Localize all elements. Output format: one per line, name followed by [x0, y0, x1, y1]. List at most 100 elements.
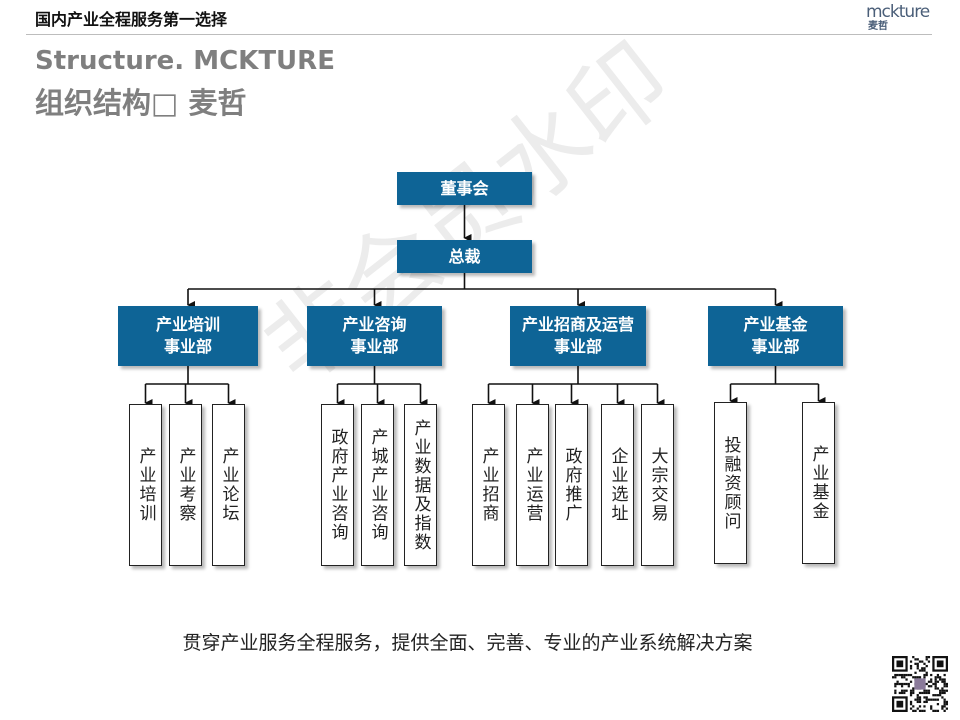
qr-module — [930, 678, 933, 681]
department-label-line2: 事业部 — [751, 337, 800, 356]
qr-module — [932, 682, 935, 686]
qr-module — [936, 703, 940, 706]
header-divider — [26, 34, 932, 35]
qr-module — [943, 685, 946, 688]
board-label: 董事会 — [440, 178, 489, 198]
qr-module — [921, 691, 924, 695]
unit-box: 企业选址 — [601, 404, 634, 566]
qr-module — [943, 700, 946, 704]
qr-module — [927, 685, 931, 688]
unit-box: 政府推广 — [555, 404, 588, 566]
qr-module — [934, 680, 937, 683]
qr-module — [909, 664, 913, 668]
unit-label: 产业运营 — [522, 447, 543, 523]
qr-module — [943, 682, 946, 686]
qr-module — [930, 680, 933, 683]
qr-module — [909, 703, 913, 706]
qr-module — [896, 680, 899, 683]
qr-module — [907, 682, 910, 686]
qr-module — [945, 682, 948, 686]
qr-module — [903, 676, 906, 679]
unit-box: 产业运营 — [516, 404, 549, 566]
qr-module — [936, 673, 940, 677]
qr-module — [941, 678, 944, 681]
board-box: 董事会 — [397, 172, 532, 205]
unit-box: 产业论坛 — [212, 404, 245, 566]
unit-box: 大宗交易 — [641, 404, 674, 566]
qr-module — [921, 709, 924, 712]
qr-module — [914, 676, 917, 679]
qr-module — [936, 687, 940, 690]
qr-module — [918, 669, 922, 672]
department-label-line2: 事业部 — [350, 337, 399, 356]
qr-module — [925, 689, 928, 692]
qr-module — [925, 698, 928, 701]
qr-module — [936, 709, 940, 712]
department-label-line1: 产业咨询 — [342, 315, 407, 334]
qr-module — [894, 691, 897, 695]
qr-module — [930, 698, 933, 701]
qr-module — [918, 676, 922, 679]
qr-module — [925, 691, 928, 695]
qr-module — [916, 698, 919, 701]
qr-module — [903, 682, 906, 686]
qr-finder — [936, 660, 944, 668]
department-box: 产业咨询事业部 — [307, 306, 442, 366]
qr-module — [941, 705, 944, 708]
qr-module — [941, 707, 944, 710]
qr-module — [912, 709, 915, 712]
tagline: 贯穿产业服务全程服务，提供全面、完善、专业的产业系统解决方案 — [182, 632, 753, 654]
president-box: 总裁 — [397, 240, 532, 273]
qr-module — [900, 691, 904, 695]
qr-module — [932, 709, 935, 712]
qr-module — [918, 698, 922, 701]
page-title-en: Structure. MCKTURE — [35, 46, 335, 76]
qr-module — [927, 698, 931, 701]
qr-module — [945, 707, 948, 710]
qr-module — [927, 660, 931, 663]
unit-box: 产业基金 — [802, 402, 835, 564]
qr-module — [918, 660, 922, 663]
qr-module — [923, 700, 926, 704]
qr-module — [912, 705, 915, 708]
qr-module — [912, 689, 915, 692]
qr-module — [941, 689, 944, 692]
qr-module — [909, 707, 913, 710]
qr-module — [945, 689, 948, 692]
qr-module — [934, 685, 937, 688]
qr-module — [912, 676, 915, 679]
qr-module — [892, 676, 895, 679]
qr-module — [925, 682, 928, 686]
qr-module — [898, 682, 901, 686]
qr-module — [930, 705, 933, 708]
qr-module — [909, 694, 913, 697]
qr-module — [939, 678, 942, 681]
qr-module — [934, 676, 937, 679]
qr-module — [916, 667, 919, 670]
department-label-line1: 产业基金 — [743, 315, 808, 334]
qr-module — [945, 703, 948, 706]
unit-label: 投融资顾问 — [720, 435, 741, 531]
qr-module — [894, 673, 897, 677]
qr-module — [918, 709, 922, 712]
unit-box: 产业培训 — [129, 404, 162, 566]
qr-module — [925, 673, 928, 677]
qr-module — [943, 678, 946, 681]
qr-module — [921, 667, 924, 670]
qr-module — [934, 709, 937, 712]
qr-module — [923, 709, 926, 712]
department-box: 产业基金事业部 — [708, 306, 843, 366]
qr-module — [943, 698, 946, 701]
qr-module — [936, 680, 940, 683]
qr-module — [943, 680, 946, 683]
qr-module — [912, 691, 915, 695]
qr-module — [918, 705, 922, 708]
qr-module — [941, 696, 944, 699]
department-box: 产业培训事业部 — [118, 306, 258, 366]
qr-module — [909, 667, 913, 670]
header-slogan: 国内产业全程服务第一选择 — [35, 10, 228, 29]
qr-module — [916, 696, 919, 699]
qr-module — [909, 680, 913, 683]
qr-module — [925, 658, 928, 661]
